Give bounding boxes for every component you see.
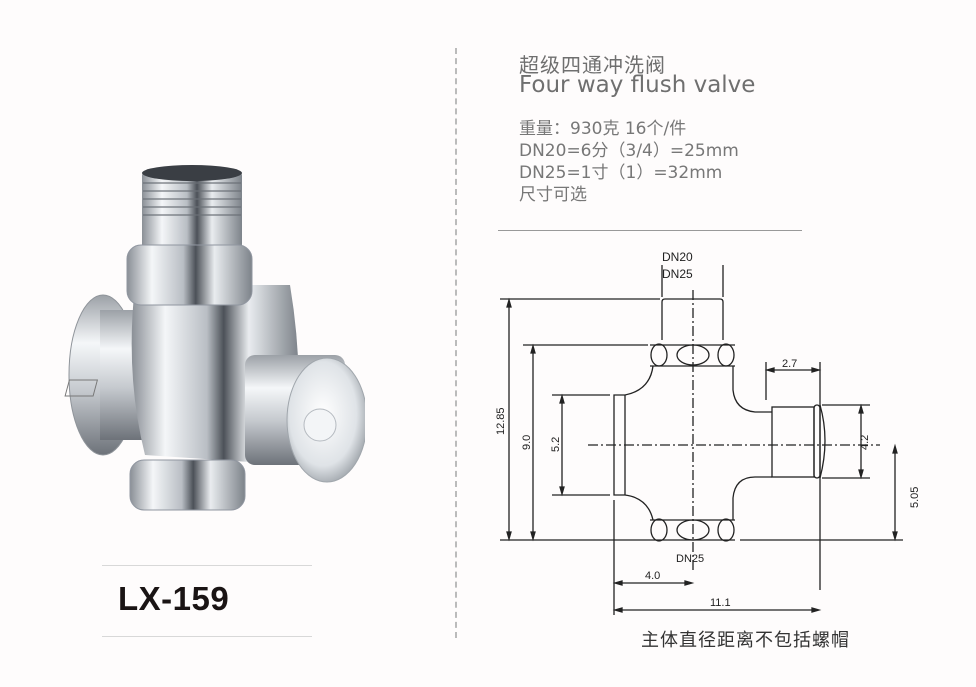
product-title-cn: 超级四通冲洗阀 (519, 53, 666, 77)
model-bottom-divider (102, 636, 312, 637)
dim-center-to-bottom: 5.05 (909, 487, 921, 508)
label-dn25-bottom: DN25 (676, 553, 704, 565)
spec-size-optional: 尺寸可选 (519, 185, 587, 205)
dim-side-inlet: 5.2 (550, 437, 562, 452)
label-dn20: DN20 (662, 250, 693, 264)
dim-button-length: 2.7 (782, 358, 797, 370)
product-title-en: Four way flush valve (519, 72, 756, 98)
model-top-divider (102, 565, 312, 566)
spec-divider (498, 230, 802, 231)
spec-dn20: DN20=6分（3/4）=25mm (519, 141, 739, 161)
dim-left-to-center: 4.0 (645, 570, 660, 582)
flush-valve-illustration (64, 165, 368, 511)
technical-drawing: DN20 DN25 12.85 (490, 240, 930, 620)
dim-button-dia: 4.2 (859, 435, 871, 450)
model-number: LX-159 (118, 580, 230, 617)
drawing-note: 主体直径距离不包括螺帽 (641, 630, 850, 651)
spec-dn25: DN25=1寸（1）=32mm (519, 163, 723, 183)
dim-total-height: 12.85 (495, 407, 507, 435)
spec-weight: 重量：930克 16个/件 (519, 119, 687, 139)
dim-total-width: 11.1 (710, 597, 731, 609)
label-dn25-top: DN25 (662, 267, 693, 281)
vertical-divider (455, 48, 457, 638)
product-photo (55, 165, 368, 515)
dim-body-height: 9.0 (521, 435, 533, 450)
spec-list: 重量：930克 16个/件 DN20=6分（3/4）=25mm DN25=1寸（… (519, 118, 739, 206)
